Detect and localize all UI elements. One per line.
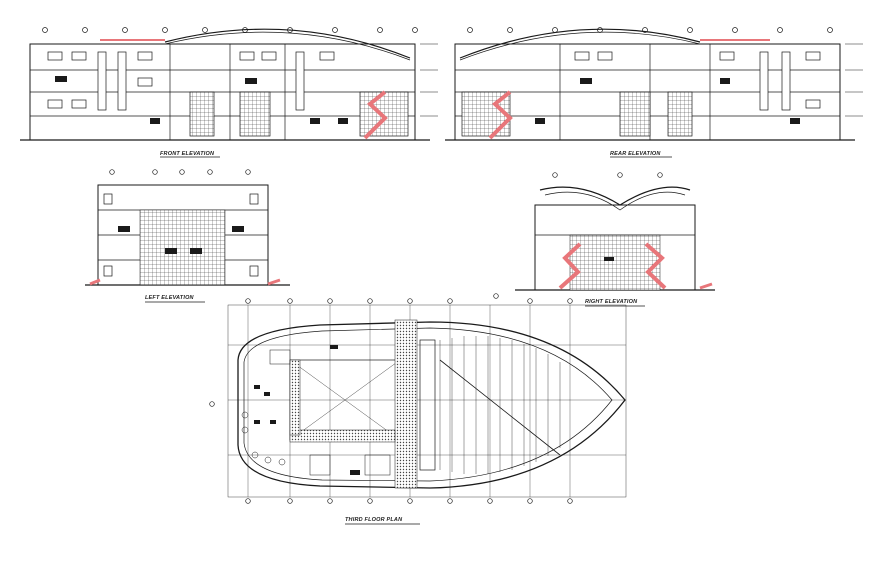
left-elevation-title: LEFT ELEVATION xyxy=(145,295,195,301)
right-elevation xyxy=(515,172,715,291)
rear-elevation xyxy=(445,27,863,141)
third-floor-plan-title: THIRD FLOOR PLAN xyxy=(345,517,403,523)
front-elevation xyxy=(20,27,438,141)
auditorium-seating xyxy=(439,336,561,474)
front-elevation-title: FRONT ELEVATION xyxy=(160,151,215,157)
left-elevation xyxy=(85,169,290,286)
plan-grid-bubbles xyxy=(209,293,573,504)
third-floor-plan xyxy=(209,293,627,504)
rear-grid-bubbles xyxy=(467,27,833,33)
front-grid-bubbles xyxy=(42,27,418,33)
right-elevation-title: RIGHT ELEVATION xyxy=(585,299,638,305)
rear-elevation-title: REAR ELEVATION xyxy=(610,151,661,157)
